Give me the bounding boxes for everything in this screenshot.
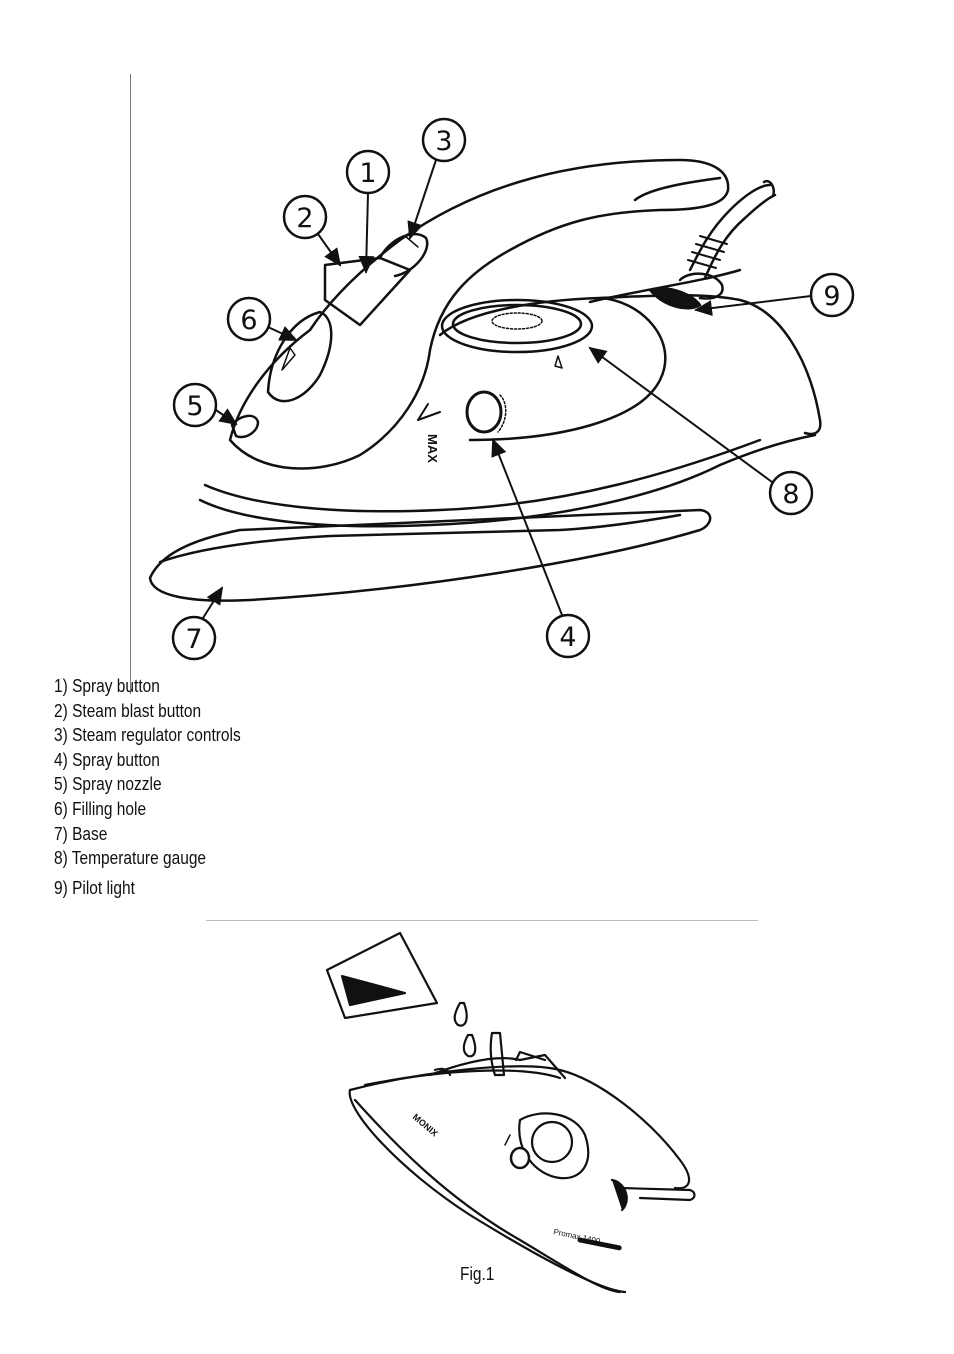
- figure-caption: Fig.1: [460, 1264, 495, 1284]
- callout-markers: 1 2 3 4 5 6 7: [171, 117, 855, 661]
- iron-outline: [148, 158, 822, 602]
- model-marking: Promax 1400: [553, 1227, 602, 1246]
- max-marking: MAX: [425, 434, 440, 463]
- legend-item: 9) Pilot light: [54, 877, 135, 898]
- svg-text:2: 2: [296, 203, 313, 234]
- callout-4: 4: [491, 438, 591, 659]
- water-jug-icon: [325, 931, 439, 1020]
- legend-item: 8) Temperature gauge: [54, 848, 207, 869]
- legend-item: 2) Steam blast button: [54, 700, 202, 721]
- legend-item: 6) Filling hole: [54, 798, 147, 819]
- legend-item: 7) Base: [54, 823, 108, 844]
- svg-text:4: 4: [559, 622, 576, 653]
- section-divider: [206, 920, 758, 921]
- legend-item: 3) Steam regulator controls: [54, 725, 241, 746]
- svg-text:5: 5: [186, 391, 203, 422]
- svg-text:6: 6: [240, 305, 257, 336]
- callout-1: 1: [345, 149, 391, 274]
- legend-item: 4) Spray button: [54, 749, 160, 770]
- callout-7: 7: [171, 586, 224, 661]
- svg-text:8: 8: [782, 479, 799, 510]
- brand-marking: MONIX: [411, 1112, 440, 1139]
- svg-text:1: 1: [359, 158, 376, 189]
- callout-3: 3: [407, 117, 467, 240]
- legend-item: 5) Spray nozzle: [54, 774, 162, 795]
- svg-text:9: 9: [823, 281, 840, 312]
- callout-5: 5: [172, 382, 238, 428]
- iron-parts-diagram: MAX 1 2 3 4 5 6: [148, 117, 855, 661]
- iron-outline: [348, 1031, 696, 1294]
- callout-9: 9: [694, 272, 855, 318]
- vertical-rule: [130, 74, 131, 694]
- svg-text:7: 7: [185, 624, 202, 655]
- callout-6: 6: [226, 296, 298, 342]
- callout-8: 8: [588, 346, 814, 516]
- parts-legend: 1) Spray button 2) Steam blast button 3)…: [54, 674, 241, 900]
- callout-2: 2: [282, 194, 342, 267]
- water-drop-icon: [453, 1001, 477, 1058]
- svg-text:3: 3: [435, 126, 452, 157]
- legend-item: 1) Spray button: [54, 676, 160, 696]
